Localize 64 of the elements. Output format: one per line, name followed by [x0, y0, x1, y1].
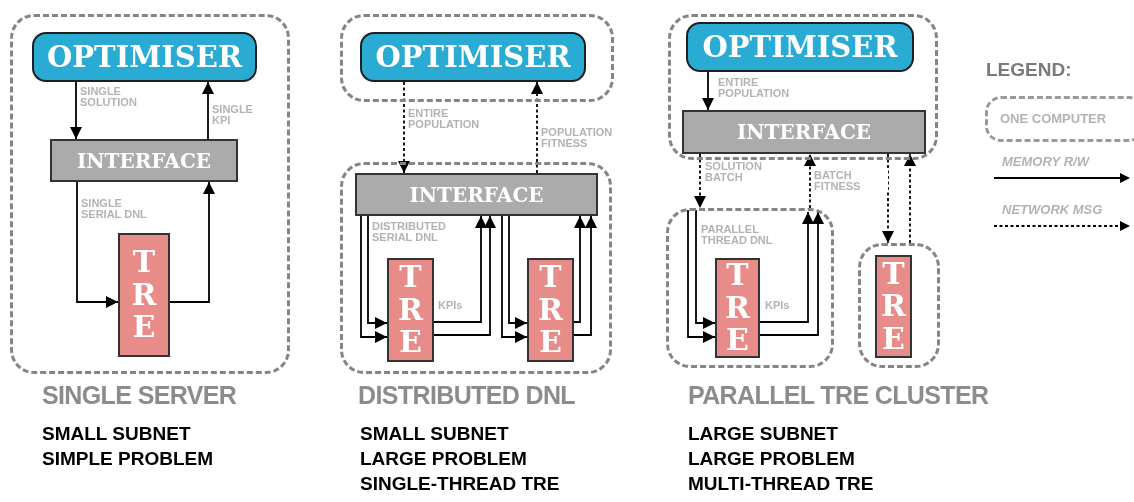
arrow [508, 215, 528, 329]
panel-subtitle: LARGE PROBLEM [688, 449, 855, 468]
node-label: TRE [130, 246, 158, 344]
panel-subtitle: SIMPLE PROBLEM [42, 449, 213, 468]
dashed-computer-box [340, 14, 614, 102]
tre-box [118, 233, 170, 357]
dashed-computer-box [668, 14, 938, 160]
legend-label: ONE COMPUTER [1000, 110, 1107, 129]
node-label: OPTIMISER [47, 42, 242, 72]
arrow [501, 215, 528, 343]
arrow [169, 181, 215, 303]
arrow [687, 209, 716, 343]
panel-subtitle: SMALL SUBNET [42, 424, 191, 443]
optimiser-box [32, 32, 257, 82]
arrow [695, 209, 716, 329]
tre-box [387, 258, 434, 362]
edge-label: BATCH FITNESS [814, 170, 888, 192]
node-label: INTERFACE [736, 122, 872, 142]
legend-label: MEMORY R/W [1002, 153, 1089, 171]
arrow [367, 215, 388, 329]
arrow [694, 153, 706, 209]
arrow [573, 215, 597, 336]
dashed-computer-box [340, 162, 612, 374]
node-label: INTERFACE [76, 150, 212, 171]
panel-subtitle: SINGLE-THREAD TRE [360, 474, 560, 493]
legend-title: LEGEND: [986, 60, 1072, 79]
arrow [759, 211, 814, 323]
panel-title: PARALLEL TRE CLUSTER [688, 383, 989, 408]
optimiser-box [360, 32, 586, 82]
panel-subtitle: LARGE SUBNET [688, 424, 838, 443]
arrow [70, 81, 82, 140]
interface-box [682, 110, 926, 154]
node-label: OPTIMISER [375, 42, 571, 72]
arrow [76, 181, 119, 308]
arrow [433, 215, 496, 336]
interface-box [355, 173, 598, 216]
node-label: OPTIMISER [702, 32, 898, 62]
arrow [398, 81, 410, 174]
arrow [360, 215, 388, 343]
tre-box [527, 258, 574, 362]
panel-subtitle: MULTI-THREAD TRE [688, 474, 874, 493]
tre-box [715, 258, 760, 358]
legend-label: NETWORK MSG [1002, 201, 1103, 219]
arrow [531, 81, 543, 174]
panel-subtitle: LARGE PROBLEM [360, 449, 527, 468]
panel-title: SINGLE SERVER [42, 383, 237, 408]
node-label: TRE [724, 259, 751, 357]
arrow [702, 71, 714, 111]
panel-subtitle: SMALL SUBNET [360, 424, 509, 443]
arrow [904, 153, 916, 244]
arrow [759, 211, 824, 336]
panel-title: DISTRIBUTED DNL [358, 383, 575, 408]
dashed-computer-box [858, 243, 940, 368]
arrow [573, 215, 586, 323]
arrow [804, 153, 816, 209]
arrow [882, 153, 894, 244]
arrow [202, 81, 214, 140]
node-label: TRE [880, 257, 907, 356]
node-label: INTERFACE [409, 184, 544, 205]
interface-box [50, 139, 238, 182]
arrow [433, 215, 487, 323]
node-label: TRE [397, 261, 424, 359]
optimiser-box [686, 22, 914, 72]
node-label: TRE [537, 261, 564, 359]
